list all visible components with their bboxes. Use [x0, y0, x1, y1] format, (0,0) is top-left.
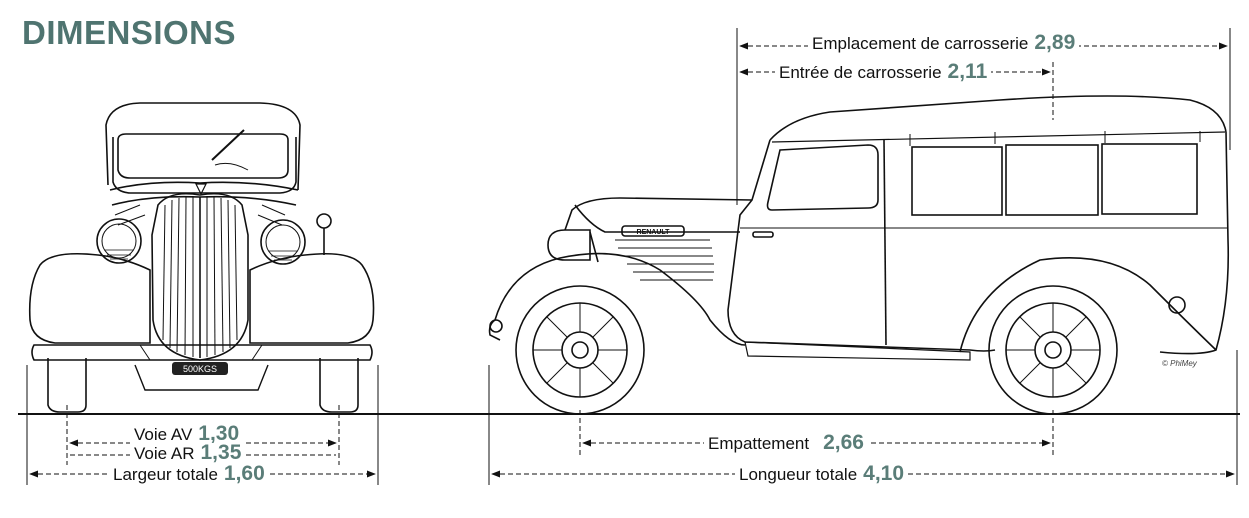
entree-label: Entrée de carrosserie [779, 63, 942, 82]
empattement-label: Empattement [708, 434, 810, 453]
empattement-value: 2,66 [823, 431, 864, 454]
emplacement-dimension: Emplacement de carrosserie 2,89 [808, 31, 1080, 54]
license-plate: 500KGS [172, 362, 228, 375]
largeur-label: Largeur totale [113, 465, 218, 484]
page-title: DIMENSIONS [22, 14, 237, 51]
voie-ar-dimension: Voie AR 1,35 [130, 441, 246, 464]
emplacement-label: Emplacement de carrosserie [812, 34, 1029, 53]
largeur-dimension: Largeur totale 1,60 [109, 462, 269, 485]
entree-dimension: Entrée de carrosserie 2,11 [775, 60, 992, 83]
longueur-label: Longueur totale [739, 465, 858, 484]
voie-av-dimension: Voie AV 1,30 [130, 422, 244, 445]
voie-av-label: Voie AV [134, 425, 193, 444]
longueur-dimension: Longueur totale 4,10 [735, 462, 909, 485]
voie-ar-value: 1,35 [200, 441, 242, 464]
voie-av-value: 1,30 [198, 422, 240, 445]
side-view [488, 95, 1230, 415]
brand-badge: RENAULT [637, 229, 671, 236]
empattement-dimension: Empattement 2,66 [704, 431, 868, 454]
plate-text: 500KGS [183, 364, 217, 374]
entree-value: 2,11 [947, 60, 988, 83]
longueur-value: 4,10 [863, 462, 905, 485]
front-view [28, 102, 375, 413]
copyright-note: © PhiMey [1162, 359, 1197, 368]
largeur-value: 1,60 [223, 462, 265, 485]
voie-ar-label: Voie AR [134, 444, 195, 463]
emplacement-value: 2,89 [1034, 31, 1076, 54]
